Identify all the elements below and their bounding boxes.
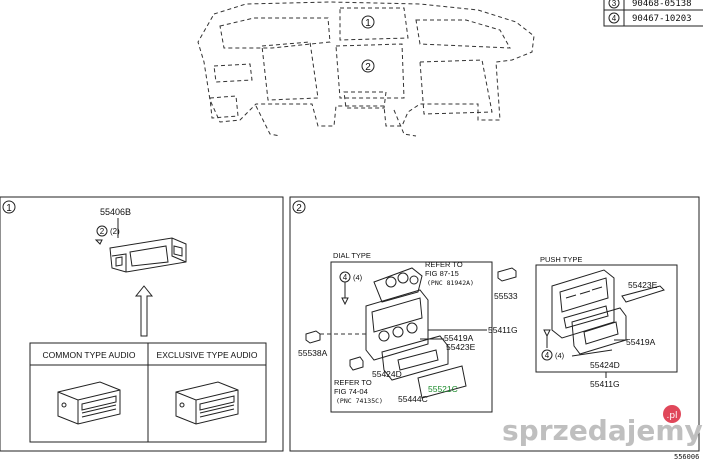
part-55423E-label: 55423E (446, 342, 476, 352)
dial-type-label: DIAL TYPE (333, 251, 371, 260)
figure-code: 556006 (674, 453, 699, 460)
callout-2-qty: (2) (110, 227, 120, 236)
bolt-table-num-3: 3 (612, 0, 617, 8)
part-55406B-label: 55406B (100, 207, 131, 217)
common-type-audio-label: COMMON TYPE AUDIO (43, 350, 136, 360)
exclusive-audio-unit-drawing (175, 381, 239, 425)
push-part-55423E-label: 55423E (628, 280, 658, 290)
push-type-label: PUSH TYPE (540, 255, 582, 264)
panel-1-number: 1 (6, 203, 12, 214)
dial-callout-4-qty: (4) (353, 273, 363, 282)
watermark: sprzedajemy .pl (502, 405, 703, 447)
push-55423E-pad-drawing (621, 285, 665, 303)
refer2-line3: (PNC 74135C) (336, 397, 383, 405)
part-55533-drawing (497, 267, 517, 282)
panel-1: 1 55406B 2 (2) COMMON TYPE AUDIO EXCLUSI… (0, 196, 284, 452)
callout-2-label: 2 (100, 227, 105, 236)
refer1-line2: FIG 87-15 (425, 269, 459, 278)
bolt-table: 3 90468-05138 4 90467-10203 (603, 0, 703, 27)
exclusive-type-audio-label: EXCLUSIVE TYPE AUDIO (157, 350, 258, 360)
push-control-panel-drawing (551, 269, 627, 355)
bolt-table-part-3: 90468-05138 (632, 0, 692, 9)
part-55411G-label: 55411G (488, 325, 518, 335)
push-part-55419A-label: 55419A (626, 337, 656, 347)
part-55424D-drawing (349, 356, 364, 371)
part-55521C-label: 55521C (428, 384, 458, 394)
part-55424D-label: 55424D (372, 369, 402, 379)
part-55538A-drawing (305, 330, 321, 344)
dial-callout-4: 4 (343, 273, 348, 282)
dial-type-box (330, 261, 493, 413)
push-part-55424D-label: 55424D (590, 360, 620, 370)
common-audio-unit-drawing (57, 381, 121, 425)
dashboard-overview: 1 2 (197, 1, 535, 137)
bolt-table-part-4: 90467-10203 (632, 14, 692, 24)
part-55444C-label: 55444C (398, 394, 428, 404)
part-55419A-label: 55419A (444, 333, 474, 343)
part-55538A-label: 55538A (298, 348, 328, 358)
push-screw-drawing (543, 329, 551, 348)
push-part-55411G-label: 55411G (590, 379, 620, 389)
overview-callout-2: 2 (365, 62, 371, 73)
push-callout-4-qty: (4) (555, 351, 565, 360)
overview-callout-1: 1 (365, 18, 371, 29)
part-55533-label: 55533 (494, 291, 518, 301)
push-callout-4: 4 (545, 351, 550, 360)
refer1-line3: (PNC 81942A) (427, 279, 474, 287)
dial-control-panel-drawing (365, 267, 467, 399)
refer1-line1: REFER TO (425, 260, 463, 269)
arrow-up-icon (134, 285, 154, 337)
panel-2-number: 2 (296, 203, 302, 214)
panel-2: 2 DIAL TYPE REFER TO FIG 87-15 (PNC 8194… (289, 196, 700, 452)
bolt-table-num-4: 4 (612, 14, 617, 23)
audio-bezel-drawing (109, 237, 187, 273)
audio-type-table: COMMON TYPE AUDIO EXCLUSIVE TYPE AUDIO (29, 342, 267, 443)
watermark-tld: .pl (666, 411, 677, 421)
refer2-line1: REFER TO (334, 378, 372, 387)
refer2-line2: FIG 74-04 (334, 387, 368, 396)
